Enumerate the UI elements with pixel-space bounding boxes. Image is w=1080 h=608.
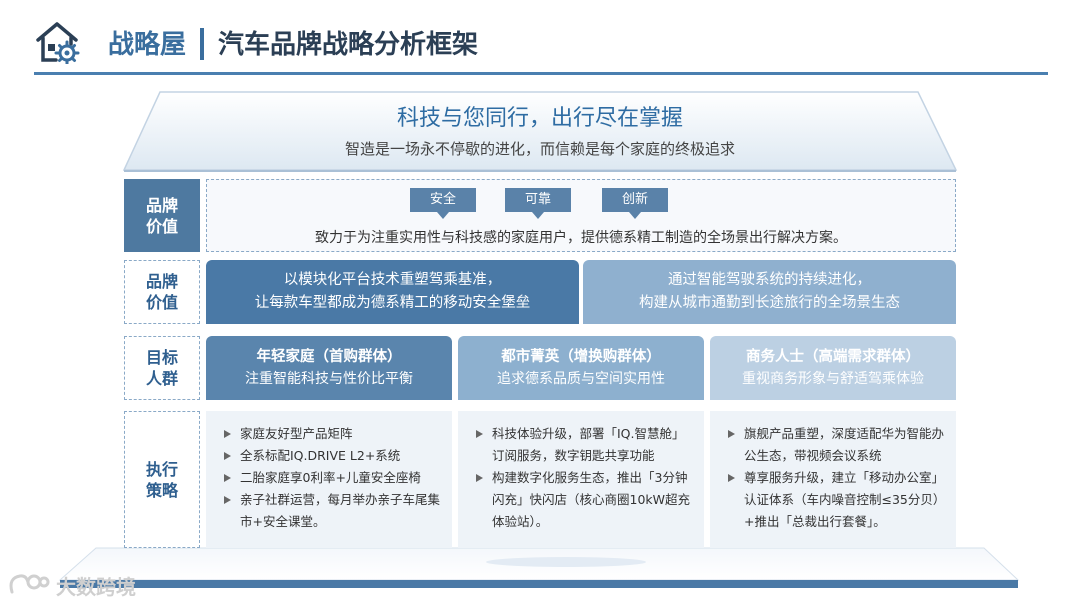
row-label-brand-value: 品牌价值 [124, 179, 200, 252]
target-group-title: 年轻家庭（首购群体） [256, 349, 402, 365]
tag-innovation: 创新 [602, 188, 668, 219]
tag-safety: 安全 [410, 188, 476, 219]
row-label-text: 目标人群 [145, 348, 178, 388]
strategy-column-1: 家庭友好型产品矩阵 全系标配IQ.DRIVE L2+系统 二胎家庭享0利率+儿童… [206, 411, 452, 548]
list-item: 家庭友好型产品矩阵 [222, 423, 444, 445]
strategy-column-2: 科技体验升级，部署「IQ.智慧舱」订阅服务，数字钥匙共享功能 构建数字化服务生态… [458, 411, 704, 548]
section-title: 战略屋 [108, 30, 187, 60]
page-title: 汽车品牌战略分析框架 [218, 30, 479, 60]
watermark-text: 大数跨境 [56, 575, 136, 599]
row-label-brand-value-2: 品牌价值 [124, 260, 200, 324]
target-group-title: 都市菁英（增换购群体） [501, 349, 661, 365]
target-group-subtitle: 注重智能科技与性价比平衡 [245, 371, 413, 387]
header-divider [34, 72, 1048, 75]
row-label-target: 目标人群 [124, 336, 200, 400]
tag-reliable: 可靠 [505, 188, 571, 219]
base-bar [60, 580, 1018, 588]
row-label-text: 执行策略 [145, 459, 178, 500]
list-item: 二胎家庭享0利率+儿童安全座椅 [222, 467, 444, 489]
strategy-column-3: 旗舰产品重塑，深度适配华为智能办公生态，带视频会议系统 尊享服务升级，建立「移动… [710, 411, 956, 548]
row-label-strategy: 执行策略 [124, 411, 200, 548]
list-item: 全系标配IQ.DRIVE L2+系统 [222, 445, 444, 467]
brand-pillar-left-line1: 以模块化平台技术重塑驾乘基准， [283, 272, 502, 288]
target-group-young-family: 年轻家庭（首购群体） 注重智能科技与性价比平衡 [206, 336, 452, 400]
target-group-subtitle: 重视商务形象与舒适驾乘体验 [742, 371, 924, 387]
list-item: 科技体验升级，部署「IQ.智慧舱」订阅服务，数字钥匙共享功能 [474, 423, 696, 467]
brand-pillar-right: 通过智能驾驶系统的持续进化， 构建从城市通勤到长途旅行的全场景生态 [583, 260, 956, 324]
target-group-urban-elite: 都市菁英（增换购群体） 追求德系品质与空间实用性 [458, 336, 704, 400]
list-item: 旗舰产品重塑，深度适配华为智能办公生态，带视频会议系统 [726, 423, 948, 467]
brand-pillar-left-line2: 让每款车型都成为德系精工的移动安全堡垒 [254, 295, 531, 311]
brand-value-description: 致力于为注重实用性与科技感的家庭用户，提供德系精工制造的全场景出行解决方案。 [315, 230, 847, 246]
vision-statement: 科技与您同行，出行尽在掌握 [396, 106, 683, 131]
target-group-title: 商务人士（高端需求群体） [746, 349, 920, 365]
brand-pillar-left: 以模块化平台技术重塑驾乘基准， 让每款车型都成为德系精工的移动安全堡垒 [206, 260, 579, 324]
brand-pillar-right-line2: 构建从城市通勤到长途旅行的全场景生态 [639, 295, 900, 311]
house-gear-icon [36, 22, 80, 64]
target-group-subtitle: 追求德系品质与空间实用性 [497, 371, 665, 387]
brand-pillar-right-line1: 通过智能驾驶系统的持续进化， [668, 272, 871, 288]
target-group-business: 商务人士（高端需求群体） 重视商务形象与舒适驾乘体验 [710, 336, 956, 400]
brand-value-panel [206, 179, 956, 252]
mission-statement: 智造是一场永不停歇的进化，而信赖是每个家庭的终极追求 [344, 140, 735, 158]
list-item: 亲子社群运营，每月举办亲子车尾集市+安全课堂。 [222, 489, 444, 533]
title-separator [200, 28, 204, 60]
list-item: 尊享服务升级，建立「移动办公室」认证体系（车内噪音控制≤35分贝）+推出「总裁出… [726, 467, 948, 533]
watermark-logo-icon [9, 574, 50, 594]
list-item: 构建数字化服务生态，推出「3分钟闪充」快闪店（核心商圈10kW超充体验站）。 [474, 467, 696, 533]
row-label-text: 品牌价值 [145, 272, 178, 312]
row-label-text: 品牌价值 [145, 195, 178, 236]
